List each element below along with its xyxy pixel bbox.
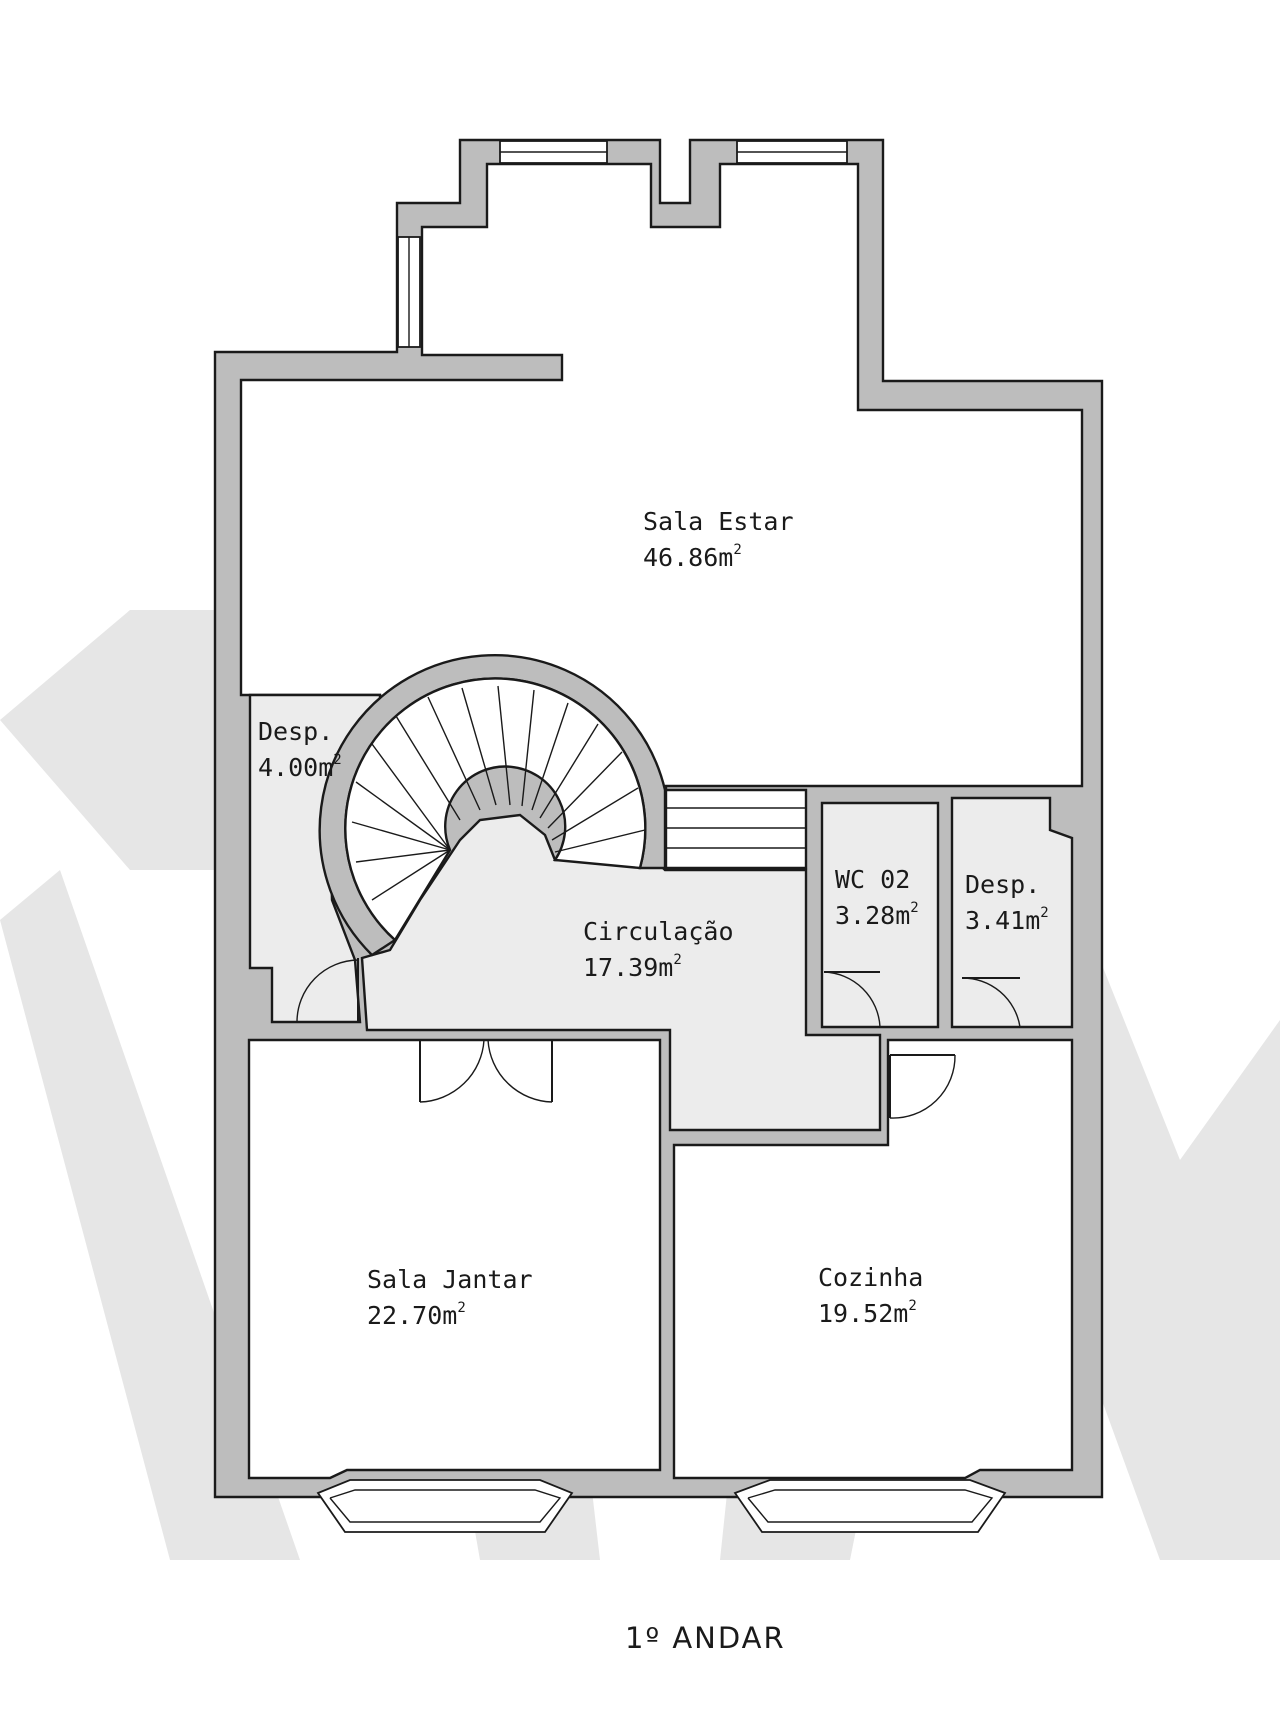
door-wc-02 [823,971,881,1028]
room-sala-jantar [247,1038,662,1480]
door-cozinha [889,1054,956,1119]
room-area-desp-2: 3.41m2 [965,905,1049,935]
room-labels: Sala Estar 46.86m2 Desp. 4.00m2 Circulaç… [258,507,1049,1330]
room-area-circulacao: 17.39m2 [583,952,682,982]
room-area-desp-1: 4.00m2 [258,752,342,782]
room-area-sala-estar: 46.86m2 [643,542,742,572]
door-desp-2 [961,977,1021,1028]
room-name-wc-02: WC 02 [835,865,910,894]
room-area-wc-02: 3.28m2 [835,900,919,930]
doors [296,958,1021,1119]
door-sala-jantar [419,1039,553,1103]
room-name-desp-1: Desp. [258,717,333,746]
room-name-circulacao: Circulação [583,917,734,946]
room-name-desp-2: Desp. [965,870,1040,899]
room-desp-2 [950,796,1074,1029]
room-name-sala-estar: Sala Estar [643,507,794,536]
door-desp-1 [296,958,359,1023]
room-cozinha [672,1038,1074,1480]
room-area-sala-jantar: 22.70m2 [367,1300,466,1330]
windows [316,140,1007,1533]
stair-landing [664,788,808,870]
spiral-staircase [318,654,806,957]
room-name-sala-jantar: Sala Jantar [367,1265,533,1294]
floor-title: 1º ANDAR [625,1621,786,1655]
room-area-cozinha: 19.52m2 [818,1298,917,1328]
room-name-cozinha: Cozinha [818,1263,923,1292]
